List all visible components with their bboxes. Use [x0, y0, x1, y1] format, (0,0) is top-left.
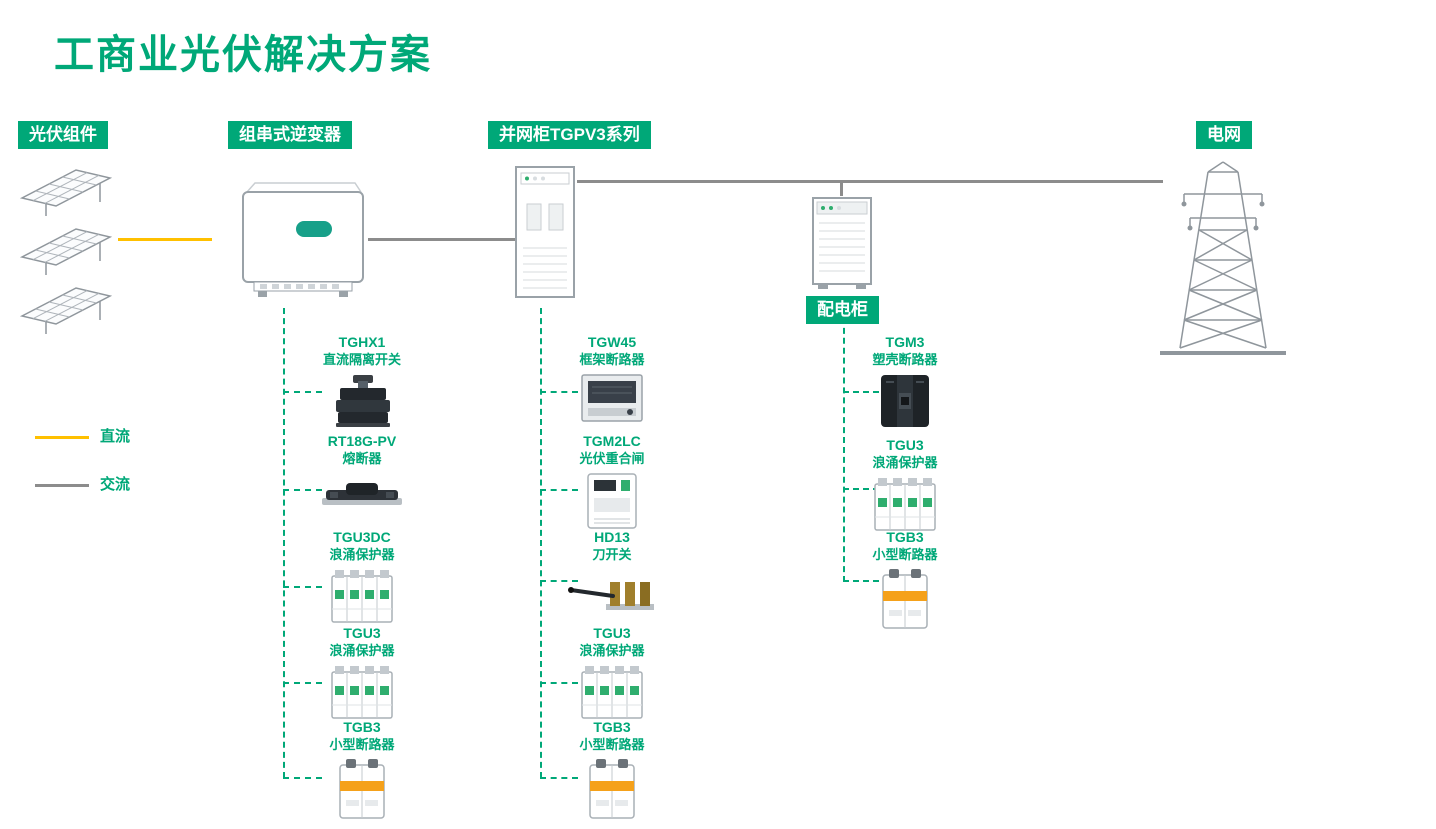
product-tgb3: TGB3 小型断路器	[547, 718, 677, 825]
product-desc: 熔断器	[342, 451, 382, 466]
badge-power-grid: 电网	[1196, 121, 1252, 149]
product-tgw45: TGW45 框架断路器	[547, 333, 677, 428]
connector-branch	[843, 580, 879, 582]
surge-protector-image	[581, 664, 643, 720]
miniature-circuit-breaker-image	[881, 568, 929, 630]
connector-branch	[283, 391, 322, 393]
product-tgm3: TGM3 塑壳断路器	[840, 333, 970, 434]
badge-distribution-cabinet: 配电柜	[806, 296, 879, 324]
connector-branch	[283, 682, 322, 684]
solar-panels-image	[21, 169, 111, 335]
ac-line-cabinet-to-grid	[577, 180, 1163, 183]
grid-tie-cabinet-image	[515, 166, 575, 298]
product-rt18g-pv: RT18G-PV 熔断器	[297, 432, 427, 512]
product-desc: 小型断路器	[872, 547, 938, 562]
page-title: 工商业光伏解决方案	[54, 33, 432, 77]
product-desc: 框架断路器	[579, 352, 645, 367]
product-model: TGU3	[343, 625, 381, 641]
product-desc: 小型断路器	[579, 737, 645, 752]
product-tgu3: TGU3 浪涌保护器	[840, 436, 970, 537]
product-tgu3: TGU3 浪涌保护器	[297, 624, 427, 725]
connector-branch	[283, 777, 322, 779]
connector-branch	[540, 580, 578, 582]
product-model: TGU3	[886, 437, 924, 453]
miniature-circuit-breaker-image	[338, 758, 386, 820]
badge-string-inverter: 组串式逆变器	[228, 121, 352, 149]
molded-case-circuit-breaker-image	[877, 373, 933, 429]
transmission-tower-image	[1160, 161, 1286, 355]
product-model: TGU3	[593, 625, 631, 641]
product-desc: 浪涌保护器	[329, 643, 395, 658]
product-tgu3: TGU3 浪涌保护器	[547, 624, 677, 725]
legend-ac-label: 交流	[100, 476, 131, 493]
connector-branch	[283, 586, 322, 588]
product-model: RT18G-PV	[327, 433, 397, 449]
dc-isolator-switch-image	[327, 373, 397, 429]
connector-inverter-components	[283, 308, 285, 778]
product-tgm2lc: TGM2LC 光伏重合闸	[547, 432, 677, 535]
badge-grid-tie-cabinet: 并网柜TGPV3系列	[488, 121, 651, 149]
distribution-drop-line	[840, 183, 843, 196]
product-model: TGB3	[886, 529, 924, 545]
product-tghx1: TGHX1 直流隔离开关	[297, 333, 427, 434]
product-model: HD13	[594, 529, 630, 545]
fuse-image	[320, 481, 404, 507]
product-model: TGW45	[587, 334, 637, 350]
surge-protector-image	[331, 568, 393, 624]
product-model: TGU3DC	[333, 529, 391, 545]
connector-branch	[283, 489, 322, 491]
product-model: TGB3	[343, 719, 381, 735]
connector-branch	[540, 489, 578, 491]
distribution-cabinet-image	[812, 197, 872, 289]
connector-branch	[843, 391, 879, 393]
product-desc: 浪涌保护器	[329, 547, 395, 562]
legend-ac-line	[35, 484, 89, 487]
badge-pv-modules: 光伏组件	[18, 121, 108, 149]
legend-dc-line	[35, 436, 89, 439]
miniature-circuit-breaker-image	[588, 758, 636, 820]
air-circuit-breaker-image	[580, 373, 644, 423]
product-tgb3: TGB3 小型断路器	[297, 718, 427, 825]
product-desc: 塑壳断路器	[872, 352, 938, 367]
connector-grid-cabinet-components	[540, 308, 542, 778]
connector-branch	[540, 682, 578, 684]
product-hd13: HD13 刀开关	[547, 528, 677, 620]
product-tgb3: TGB3 小型断路器	[840, 528, 970, 635]
connector-branch	[540, 391, 578, 393]
product-desc: 直流隔离开关	[322, 352, 401, 367]
product-tgu3dc: TGU3DC 浪涌保护器	[297, 528, 427, 629]
product-desc: 浪涌保护器	[872, 455, 938, 470]
ac-line-inverter-to-cabinet	[368, 238, 515, 241]
connector-branch	[843, 488, 879, 490]
pv-recloser-image	[586, 472, 638, 530]
product-model: TGM2LC	[583, 433, 641, 449]
product-desc: 小型断路器	[329, 737, 395, 752]
product-desc: 浪涌保护器	[579, 643, 645, 658]
legend-dc-label: 直流	[100, 428, 131, 445]
dc-line	[118, 238, 212, 241]
surge-protector-image	[874, 476, 936, 532]
product-desc: 光伏重合闸	[579, 451, 645, 466]
product-model: TGHX1	[338, 334, 386, 350]
surge-protector-image	[331, 664, 393, 720]
connector-distribution-components	[843, 308, 845, 582]
product-model: TGB3	[593, 719, 631, 735]
connector-branch	[540, 777, 578, 779]
string-inverter-image	[242, 182, 364, 297]
knife-switch-image	[566, 573, 658, 615]
product-model: TGM3	[885, 334, 925, 350]
product-desc: 刀开关	[592, 547, 632, 562]
